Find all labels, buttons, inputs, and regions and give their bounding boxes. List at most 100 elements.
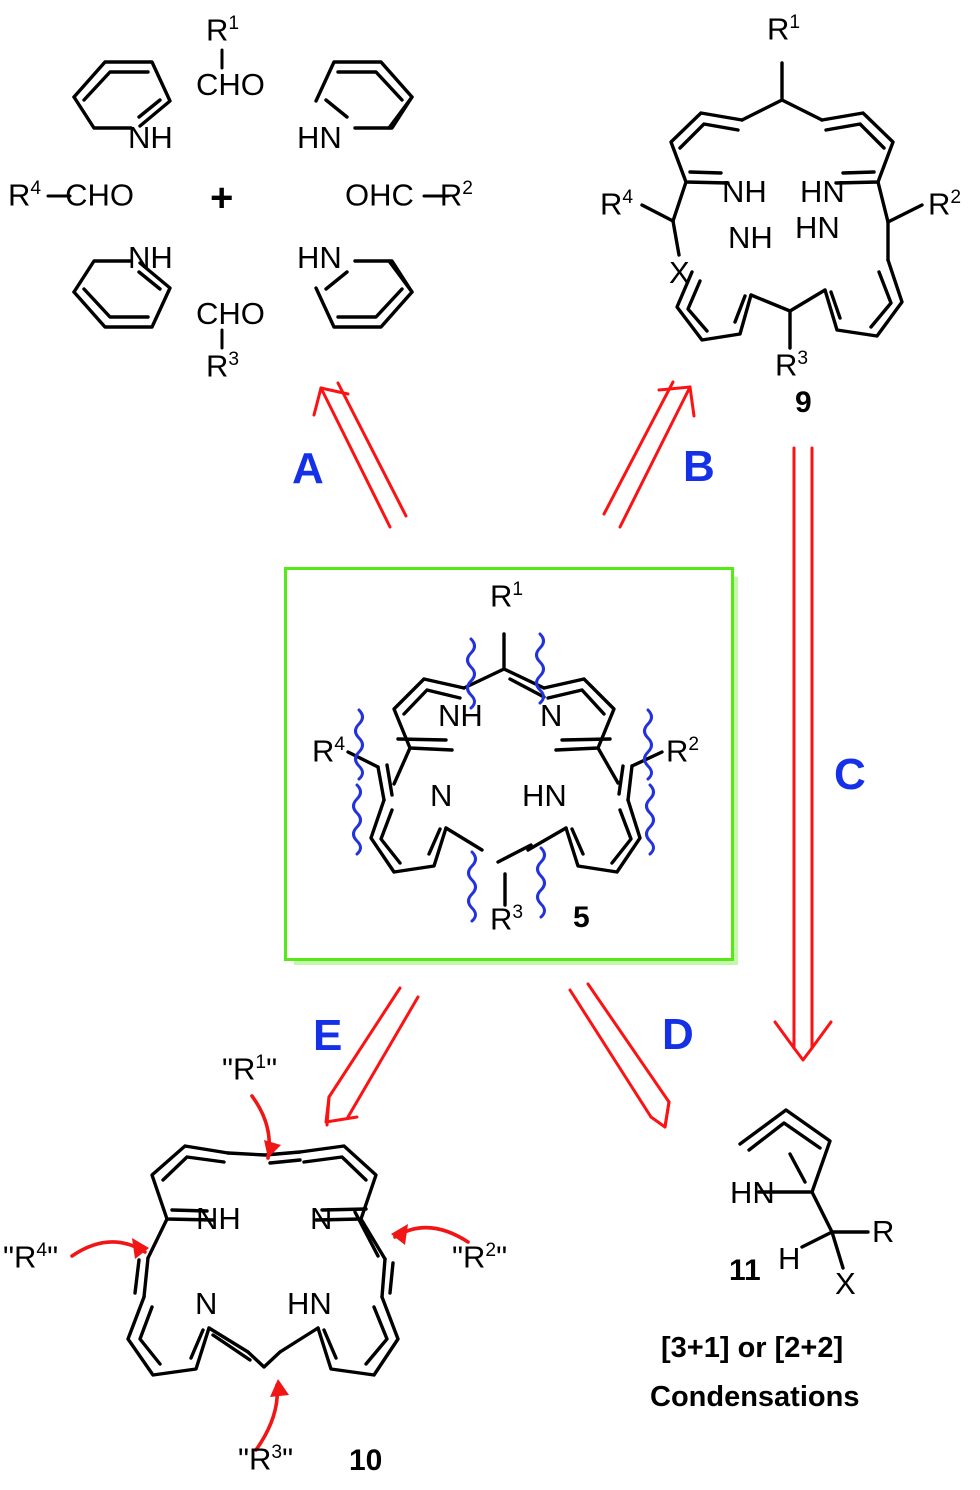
compound-9-r2: R2 bbox=[928, 188, 961, 219]
compound-5-hn: HN bbox=[522, 778, 567, 813]
compound-9-r4-sup: 4 bbox=[622, 187, 634, 208]
compound-5-r4-sup: 4 bbox=[334, 734, 346, 755]
compound-5-r2-sup: 2 bbox=[688, 734, 700, 755]
pyrrole-ring-top-left bbox=[72, 60, 172, 130]
compound-9-r2-sup: 2 bbox=[950, 187, 962, 208]
ann-r1-close: " bbox=[266, 1051, 278, 1087]
pyrrole-label-nh-bottom-left: NH bbox=[128, 240, 173, 275]
route-label-e: E bbox=[313, 1011, 343, 1060]
pyrrole-ring-bottom-right bbox=[314, 259, 414, 329]
compound-11-x: X bbox=[835, 1266, 856, 1301]
footer-line-1: [3+1] or [2+2] bbox=[661, 1332, 844, 1364]
aldehyde-left-cho: CHO bbox=[65, 177, 134, 213]
aldehyde-top-r-group: R1 bbox=[206, 14, 239, 45]
aldehyde-left: R4 CHO bbox=[8, 179, 134, 210]
compound-9-r3: R3 bbox=[775, 349, 808, 380]
ann-r2-close: " bbox=[496, 1239, 508, 1275]
compound-5-r3: R3 bbox=[490, 903, 523, 934]
aldehyde-left-r-sup: 4 bbox=[30, 178, 42, 199]
pyrrole-ring-bottom-left bbox=[72, 259, 172, 329]
aldehyde-top-cho: CHO bbox=[196, 67, 265, 102]
compound-5-structure bbox=[346, 632, 664, 907]
compound-10-number: 10 bbox=[349, 1444, 383, 1477]
route-label-d: D bbox=[662, 1010, 694, 1059]
compound-11-h: H bbox=[778, 1241, 801, 1276]
ann-r4-sup: 4 bbox=[36, 1240, 48, 1261]
footer-line-2: Condensations bbox=[650, 1381, 860, 1413]
route-arrow-d bbox=[568, 982, 671, 1129]
compound-9-r1-letter: R bbox=[767, 11, 790, 47]
compound-9-hn-bottom-right: HN bbox=[795, 210, 840, 245]
compound-9-number: 9 bbox=[795, 386, 812, 419]
pyrrole-label-nh-top-left: NH bbox=[128, 120, 173, 155]
compound-5-number: 5 bbox=[573, 901, 590, 934]
plus-sign: + bbox=[210, 176, 234, 220]
aldehyde-right-ohc: OHC bbox=[345, 177, 414, 213]
compound-10-annotation-r2: "R2" bbox=[452, 1241, 507, 1272]
compound-5-r2-letter: R bbox=[666, 733, 689, 769]
compound-5-r4-letter: R bbox=[312, 733, 335, 769]
compound-9-structure bbox=[640, 61, 924, 350]
compound-10-n-top-right: N bbox=[310, 1201, 333, 1236]
compound-5-r1: R1 bbox=[490, 580, 523, 611]
compound-10-annotation-r1: "R1" bbox=[222, 1053, 277, 1084]
compound-10-annotation-r4: "R4" bbox=[3, 1241, 58, 1272]
compound-5-r3-letter: R bbox=[490, 901, 513, 937]
aldehyde-bottom-r: R bbox=[206, 348, 229, 384]
aldehyde-bottom-r-group: R3 bbox=[206, 350, 239, 381]
aldehyde-top-r-sup: 1 bbox=[228, 13, 240, 34]
aldehyde-top-r: R bbox=[206, 12, 229, 48]
aldehyde-right: OHC R2 bbox=[345, 179, 473, 210]
route-arrow-e bbox=[324, 986, 420, 1127]
compound-9-r4-letter: R bbox=[600, 186, 623, 222]
compound-9-nh-top-left: NH bbox=[722, 174, 767, 209]
compound-9-r3-sup: 3 bbox=[797, 348, 809, 369]
pyrrole-label-hn-bottom-right: HN bbox=[297, 240, 342, 275]
compound-5-n-bottom-left: N bbox=[430, 778, 453, 813]
aldehyde-left-r: R bbox=[8, 177, 31, 213]
compound-10-n-bottom-left: N bbox=[195, 1286, 218, 1321]
compound-11-hn: HN bbox=[730, 1175, 775, 1210]
compound-9-r2-letter: R bbox=[928, 186, 951, 222]
compound-11-structure bbox=[738, 1108, 870, 1270]
aldehyde-right-r-sup: 2 bbox=[462, 178, 473, 199]
compound-11-r: R bbox=[872, 1214, 895, 1249]
compound-10-hn: HN bbox=[287, 1286, 332, 1321]
compound-9-r1: R1 bbox=[767, 13, 800, 44]
compound-10-annotation-r3: "R3" bbox=[238, 1443, 293, 1474]
wavy-bond-markers bbox=[352, 632, 655, 923]
compound-5-r3-sup: 3 bbox=[512, 902, 524, 923]
compound-5-n-top-right: N bbox=[540, 698, 563, 733]
route-arrow-c bbox=[773, 446, 833, 1062]
compound-10-nh: NH bbox=[196, 1201, 241, 1236]
compound-9-nh-bottom-left: NH bbox=[728, 220, 773, 255]
ann-r3-open: "R bbox=[238, 1441, 272, 1477]
compound-9-leaving-group-x: X bbox=[669, 255, 690, 290]
compound-5-r2: R2 bbox=[666, 735, 699, 766]
ann-r1-sup: 1 bbox=[255, 1052, 267, 1073]
compound-10-structure bbox=[126, 1144, 400, 1377]
ann-r1-open: "R bbox=[222, 1051, 256, 1087]
pyrrole-ring-top-right bbox=[314, 60, 414, 130]
route-arrow-a bbox=[312, 381, 408, 529]
route-label-c: C bbox=[834, 750, 866, 799]
compound-9-hn-top-right: HN bbox=[800, 174, 845, 209]
ann-r3-sup: 3 bbox=[271, 1442, 283, 1463]
compound-9-r4: R4 bbox=[600, 188, 633, 219]
route-label-b: B bbox=[683, 442, 715, 491]
route-arrow-b bbox=[602, 380, 696, 529]
ann-r2-sup: 2 bbox=[485, 1240, 497, 1261]
compound-11-number: 11 bbox=[729, 1254, 761, 1287]
ann-r4-open: "R bbox=[3, 1239, 37, 1275]
compound-9-r3-letter: R bbox=[775, 347, 798, 383]
aldehyde-right-r: R bbox=[439, 177, 463, 213]
aldehyde-bottom-r-sup: 3 bbox=[228, 349, 240, 370]
compound-5-r1-letter: R bbox=[490, 578, 513, 614]
compound-9-r1-sup: 1 bbox=[789, 12, 801, 33]
route-label-a: A bbox=[292, 444, 324, 493]
pyrrole-label-hn-top-right: HN bbox=[297, 120, 342, 155]
compound-5-r1-sup: 1 bbox=[512, 579, 524, 600]
compound-5-nh: NH bbox=[438, 698, 483, 733]
